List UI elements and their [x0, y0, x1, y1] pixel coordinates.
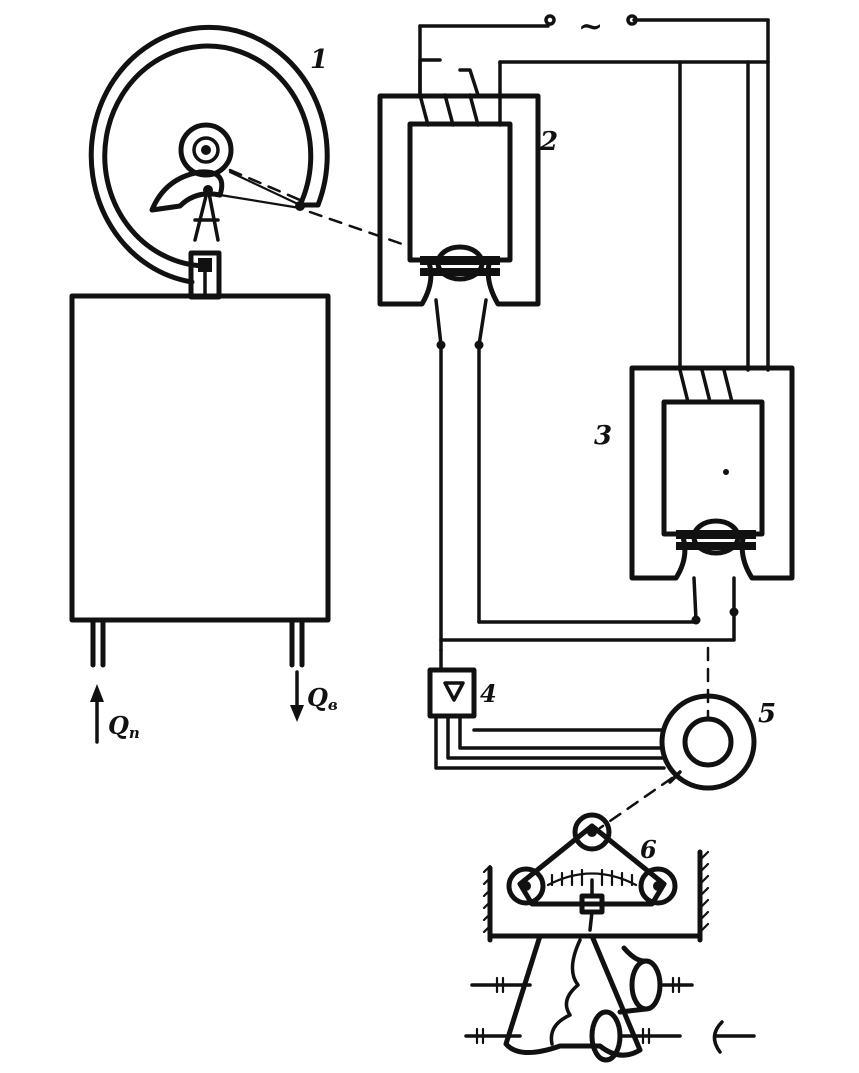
label-transformer-3: 3 — [594, 421, 612, 451]
transformer-3 — [439, 60, 795, 642]
flow-out-label: Qв — [307, 683, 338, 714]
transformer-2 — [377, 58, 770, 652]
flow-in-label: Qп — [108, 711, 140, 742]
ac-symbol: ~ — [578, 9, 603, 44]
motor-5 — [659, 646, 757, 791]
label-amplifier: 4 — [480, 679, 497, 708]
label-transformer-2: 2 — [539, 127, 558, 157]
manometer-1 — [88, 24, 330, 300]
mechanical-link-1-2 — [228, 168, 407, 247]
ac-supply — [418, 14, 770, 372]
label-motor: 5 — [758, 699, 776, 729]
mechanical-link-5-6 — [598, 776, 674, 830]
outflow-arrow — [290, 670, 304, 722]
tank — [69, 293, 331, 668]
recorder-6 — [464, 812, 756, 1063]
inflow-arrow — [90, 684, 104, 744]
amplifier-4 — [427, 648, 666, 770]
label-manometer: 1 — [310, 45, 328, 75]
label-recorder: 6 — [640, 835, 657, 864]
